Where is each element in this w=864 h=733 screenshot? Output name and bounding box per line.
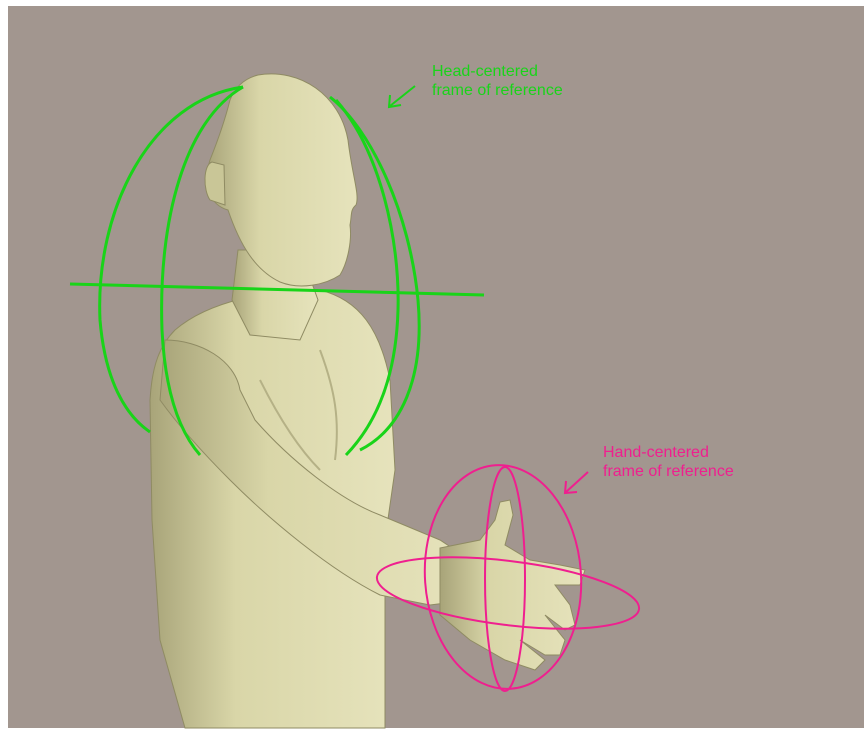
hand-frame-label-line1: Hand-centered (603, 443, 734, 462)
background-panel (8, 6, 864, 728)
head-frame-label-line2: frame of reference (432, 81, 563, 100)
hand-frame-label-line2: frame of reference (603, 462, 734, 481)
head-frame-label-line1: Head-centered (432, 62, 563, 81)
hand-frame-label: Hand-centered frame of reference (603, 443, 734, 481)
head-frame-label: Head-centered frame of reference (432, 62, 563, 100)
